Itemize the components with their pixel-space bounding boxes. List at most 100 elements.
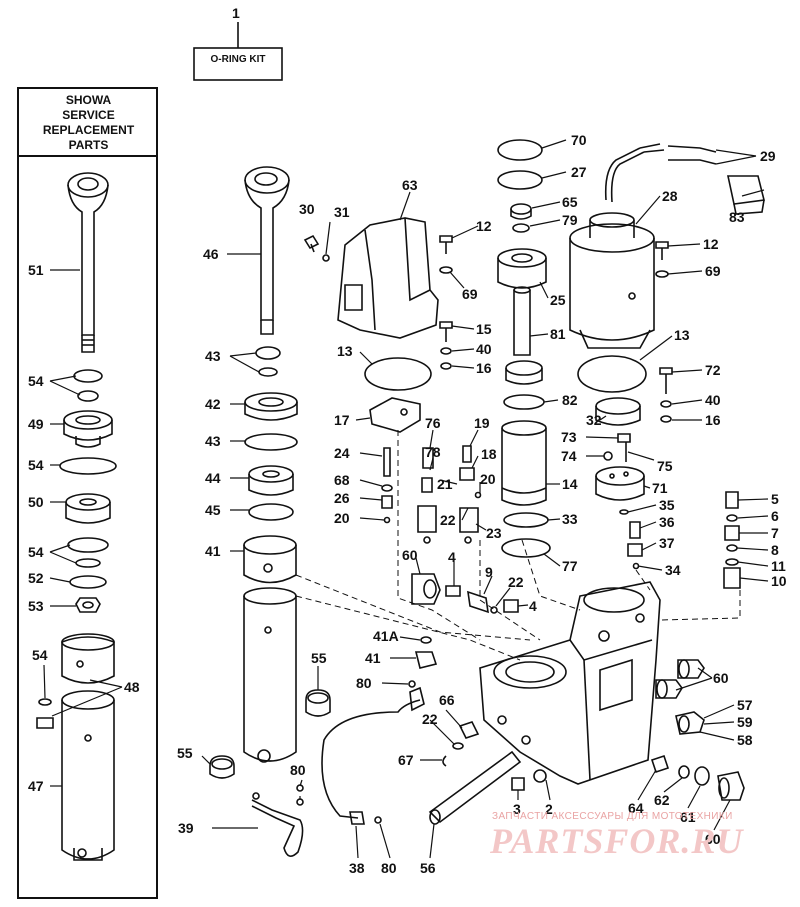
callout-part: 83 [729, 209, 745, 225]
callout-part: 54 [28, 373, 44, 389]
reservoir-14 [501, 420, 547, 506]
callout-part: 58 [737, 732, 753, 748]
manifold-2 [479, 581, 661, 785]
spring-5 [725, 491, 739, 509]
ring-61 [694, 766, 710, 786]
callout-part: 41 [365, 650, 381, 666]
callout-part: 69 [462, 286, 478, 302]
block-71 [595, 466, 645, 501]
callout-part: 64 [628, 800, 644, 816]
callout-part: 41 [205, 543, 221, 559]
callout-part: 2 [545, 801, 553, 817]
callout-part: 82 [562, 392, 578, 408]
showa-housing-48 [61, 633, 115, 684]
showa-frame [17, 87, 158, 899]
clip-67 [442, 755, 447, 767]
callout-part: 67 [398, 752, 414, 768]
ring-79 [512, 223, 530, 233]
oring-13a [364, 357, 432, 391]
callout-part: 49 [28, 416, 44, 432]
callout-part: 22 [440, 512, 456, 528]
callout-part: 21 [437, 476, 453, 492]
callout-part: 8 [771, 542, 779, 558]
pump-25 [497, 248, 547, 289]
fitting-41-41a [414, 636, 438, 669]
callout-part: 66 [439, 692, 455, 708]
callout-part: 18 [481, 446, 497, 462]
callout-part: 22 [508, 574, 524, 590]
callout-part: 60 [402, 547, 418, 563]
callout-part: 28 [662, 188, 678, 204]
rod-46 [244, 166, 290, 335]
callout-part: 40 [705, 392, 721, 408]
washer-69a [439, 266, 453, 274]
callout-part: 54 [28, 544, 44, 560]
showa-piston-50 [65, 493, 111, 524]
motor-28 [569, 212, 655, 349]
gear-32 [595, 397, 641, 426]
showa-ring-54b [77, 390, 99, 402]
callout-part: 7 [771, 525, 779, 541]
callout-part: 45 [205, 502, 221, 518]
washer-40b [660, 400, 672, 408]
ring-43b [258, 367, 278, 377]
valve-parts-76-21 [417, 447, 437, 544]
washer-69b [655, 270, 669, 278]
callout-part: 39 [178, 820, 194, 836]
callout-part: 72 [705, 362, 721, 378]
callout-part: 5 [771, 491, 779, 507]
oring-13b [577, 355, 647, 393]
valve-60-center [411, 573, 441, 605]
callout-part: 12 [703, 236, 719, 252]
callout-part: 9 [485, 564, 493, 580]
oring-43c [244, 433, 298, 451]
spring-36 [629, 521, 641, 539]
callout-part: 27 [571, 164, 587, 180]
callout-part: 3 [513, 801, 521, 817]
callout-part: 71 [652, 480, 668, 496]
cylinder-41 [243, 535, 297, 763]
showa-oring-54e [75, 558, 101, 568]
callout-part: 13 [337, 343, 353, 359]
callout-part: 79 [562, 212, 578, 228]
callout-part: 12 [476, 218, 492, 234]
callout-part: 16 [705, 412, 721, 428]
plug-10 [723, 567, 741, 589]
assembly-dash-lines [295, 430, 741, 661]
callout-part: 24 [334, 445, 350, 461]
leader-lines [43, 139, 769, 859]
valve-60-right-a [677, 659, 705, 679]
callout-part: 4 [529, 598, 537, 614]
callout-part: 62 [654, 792, 670, 808]
seat-37 [627, 543, 643, 557]
oring-kit-label: O-RING KIT [210, 54, 266, 65]
callout-part: 55 [311, 650, 327, 666]
showa-oring-54d [67, 537, 109, 553]
callout-part: 65 [562, 194, 578, 210]
callout-part: 34 [665, 562, 681, 578]
showa-washer-52 [69, 575, 107, 589]
callout-part: 17 [334, 412, 350, 428]
fitting-66 [452, 721, 480, 750]
callout-part: 4 [448, 549, 456, 565]
callout-part: 76 [425, 415, 441, 431]
callout-part: 59 [737, 714, 753, 730]
ring-62 [678, 765, 690, 779]
callout-part: 43 [205, 348, 221, 364]
callout-part: 6 [771, 508, 779, 524]
seal-65 [510, 203, 532, 220]
watermark-logo: PARTSFOR.RU [490, 821, 744, 861]
washer-6 [726, 514, 738, 522]
callout-part: 15 [476, 321, 492, 337]
wire-29 [604, 143, 717, 203]
callout-part: 80 [381, 860, 397, 876]
callout-part: 19 [474, 415, 490, 431]
pin-4-9 [445, 585, 519, 614]
callout-part: 56 [420, 860, 436, 876]
gland-42 [244, 392, 298, 421]
oring-kit-box [193, 47, 283, 81]
callout-part: 13 [674, 327, 690, 343]
callout-part: 20 [334, 510, 350, 526]
plug-3 [511, 777, 525, 791]
